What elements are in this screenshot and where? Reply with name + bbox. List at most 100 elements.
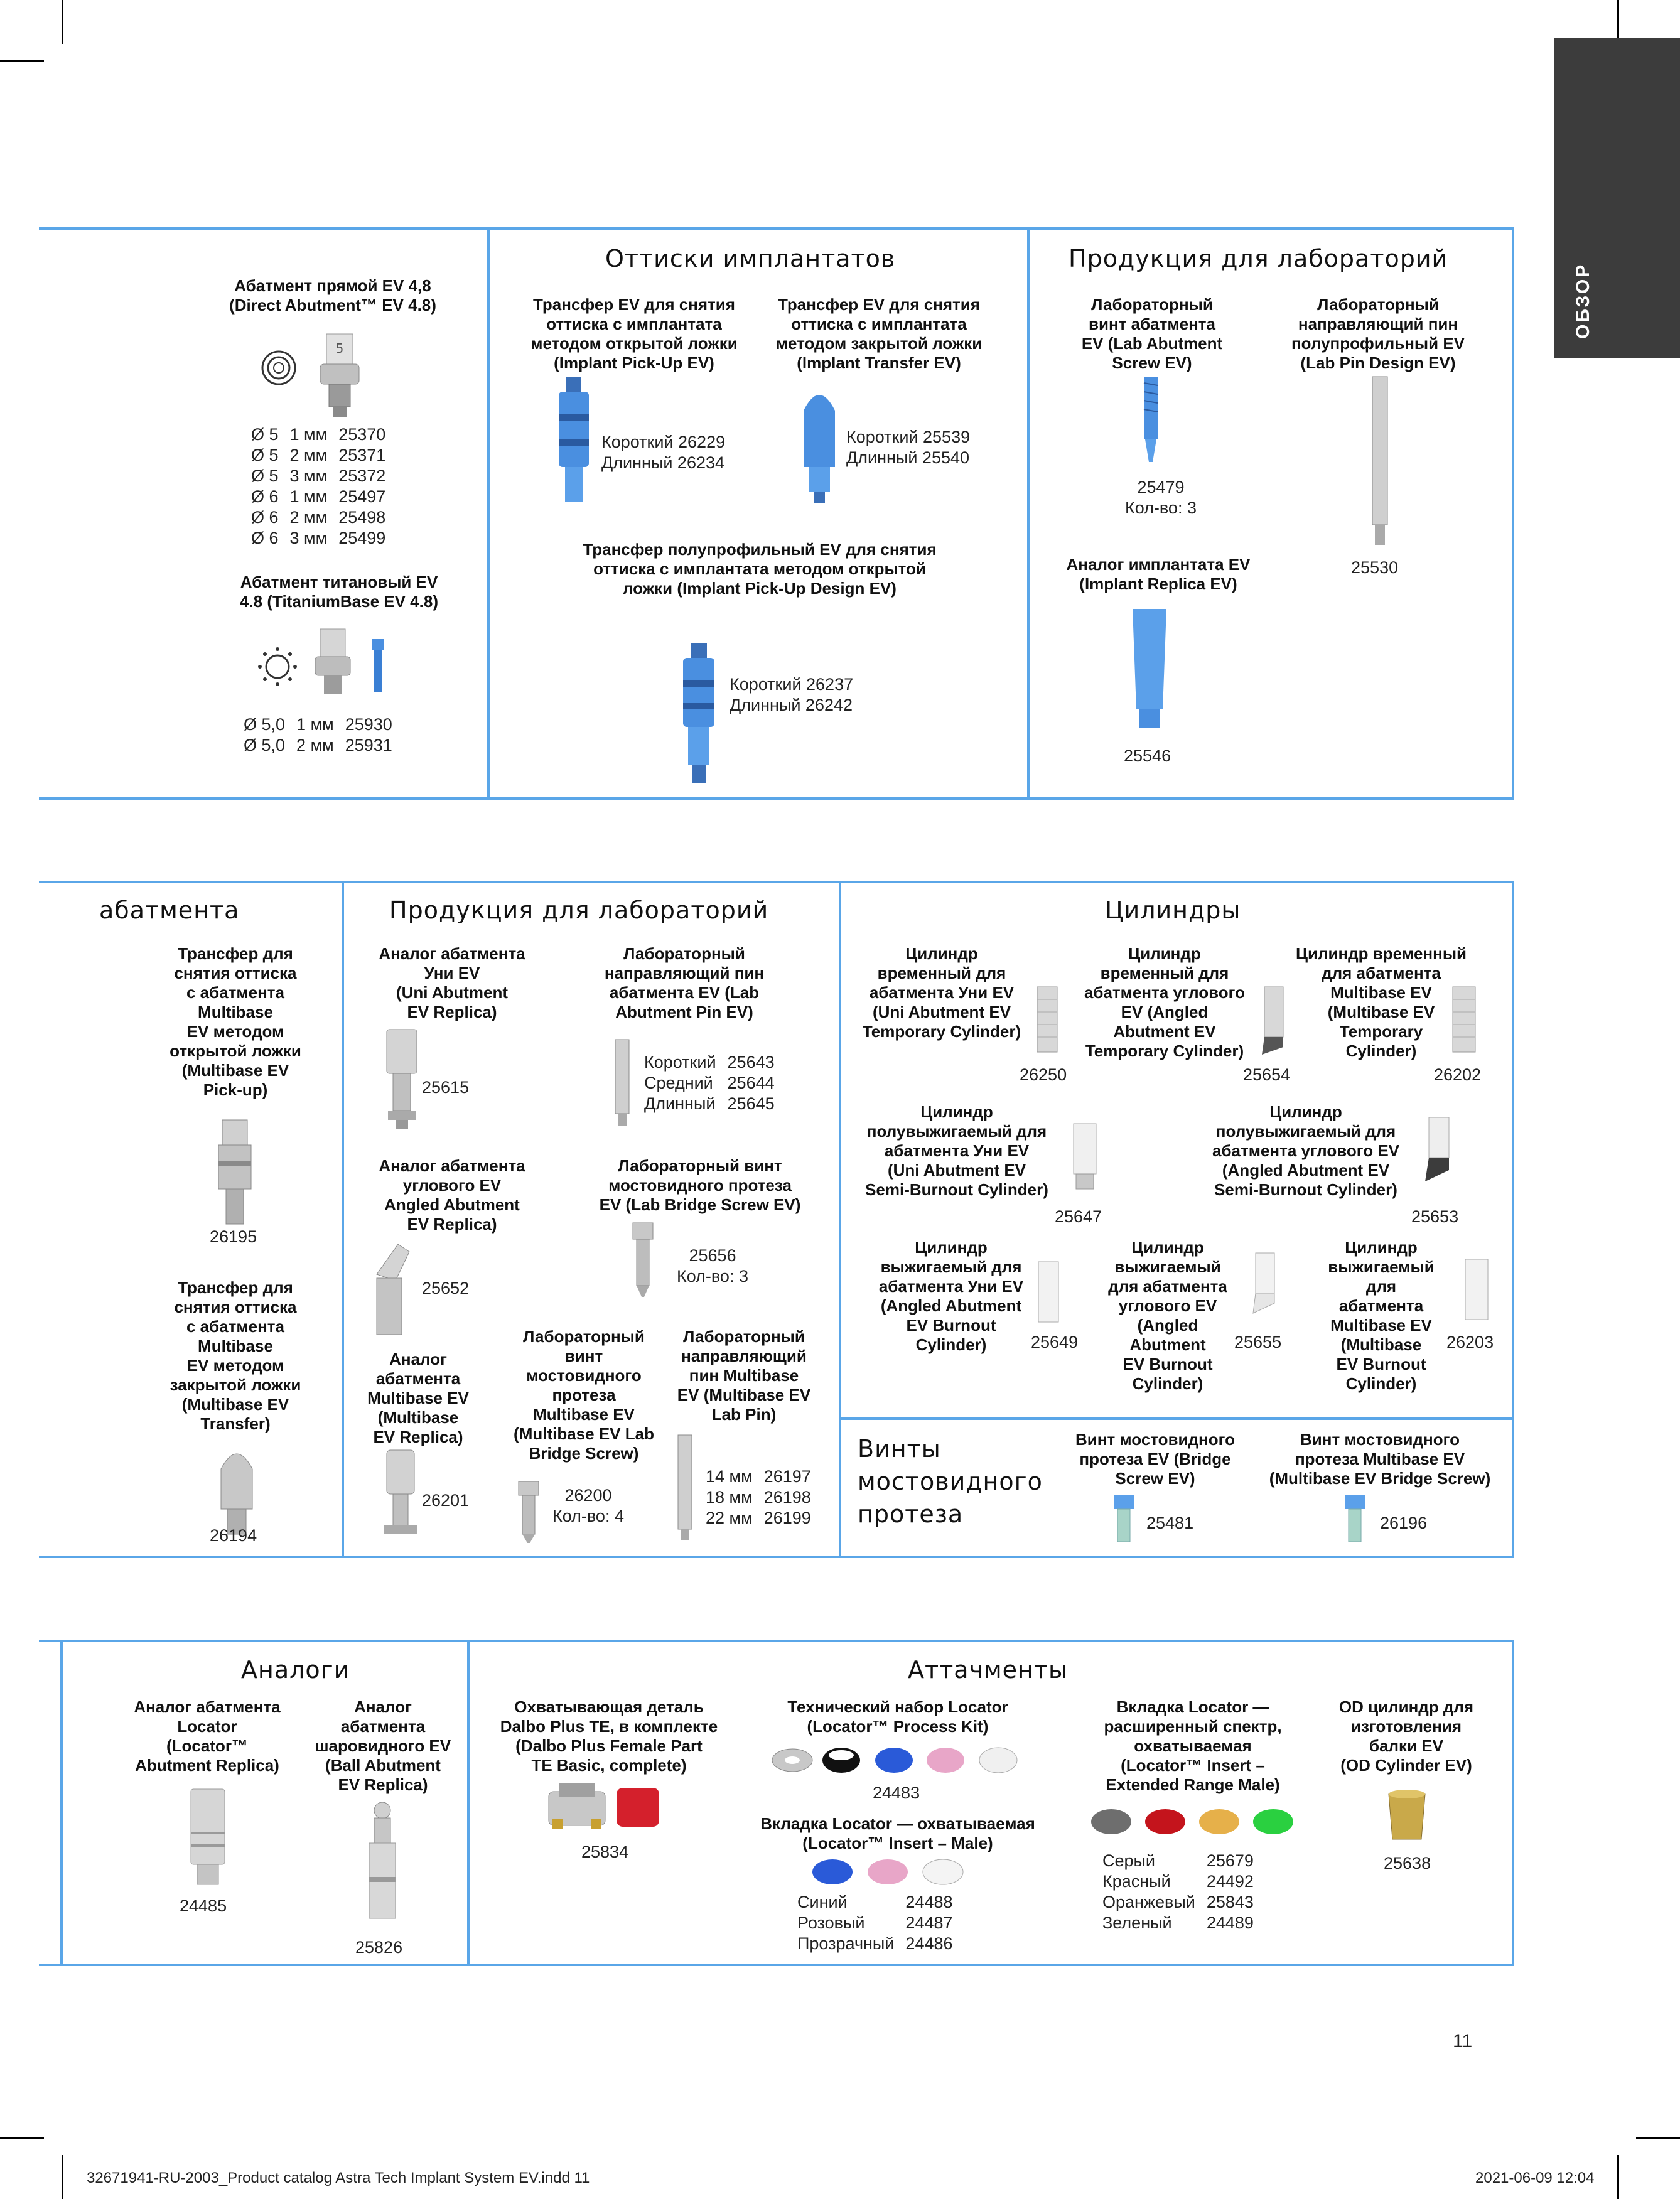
pickup-design-image <box>683 643 714 783</box>
section1-top-border <box>39 227 1514 230</box>
mb-replica-image <box>384 1449 417 1534</box>
bridge-screw-label: Винт мостовидного протеза EV (Bridge Scr… <box>1075 1430 1235 1488</box>
cyl-angled-temp-image <box>1262 986 1284 1055</box>
lab-pin-codes: 25530 <box>1351 558 1399 577</box>
cyl-uni-temp-codes: 26250 <box>1020 1065 1067 1084</box>
mb-bridge-screw-image <box>1345 1495 1365 1542</box>
crop-mark <box>1617 0 1619 44</box>
cyl-mb-temp-codes: 26202 <box>1434 1065 1482 1084</box>
od-cylinder-label: OD цилиндр для изготовления балки EV (OD… <box>1338 1697 1474 1775</box>
lab-products-title: Продукция для лабораторий <box>1069 245 1448 272</box>
angled-replica-label: Аналог абатмента углового EV Angled Abut… <box>379 1156 525 1234</box>
anti-rotation-icon <box>258 647 297 686</box>
dalbo-label: Охватывающая деталь Dalbo Plus TE, в ком… <box>500 1697 718 1775</box>
mb-transfer-codes: 26194 <box>210 1526 257 1545</box>
insert-male-image <box>812 1859 964 1885</box>
side-tab <box>1554 38 1680 358</box>
mb-transfer-label: Трансфер для снятия оттиска с абатмента … <box>170 1278 301 1433</box>
bridge-screw-image <box>1114 1495 1134 1542</box>
mb-lab-pin-label: Лабораторный направляющий пин Multibase … <box>677 1327 811 1424</box>
cyl-uni-semi-image <box>1073 1123 1097 1190</box>
section2-divider <box>839 881 841 1558</box>
mb-pickup-label: Трансфер для снятия оттиска с абатмента … <box>170 944 301 1099</box>
cyl-angled-semi-codes: 25653 <box>1411 1207 1459 1226</box>
cyl-angled-burn-image <box>1252 1252 1275 1314</box>
locator-replica-label: Аналог абатмента Locator (Locator™ Abutm… <box>134 1697 281 1775</box>
bridge-screws-title: Винты мостовидного протеза <box>858 1435 1043 1528</box>
attachments-title: Аттачменты <box>908 1656 1069 1684</box>
page-number: 11 <box>1453 2031 1473 2051</box>
lab-abutment-pin-image <box>615 1039 630 1126</box>
process-kit-label: Технический набор Locator (Locator™ Proc… <box>787 1697 1008 1736</box>
side-tab-label: ОБЗОР <box>1573 262 1593 339</box>
implant-replica-label: Аналог имплантата EV (Implant Replica EV… <box>1066 555 1251 593</box>
uni-replica-label: Аналог абатмента Уни EV (Uni Abutment EV… <box>379 944 525 1021</box>
cylinders-divider <box>839 1417 1514 1420</box>
ball-replica-codes: 25826 <box>355 1938 403 1957</box>
dalbo-codes: 25834 <box>581 1842 629 1861</box>
section2-right-border <box>1512 881 1514 1558</box>
direct-abutment-label: Абатмент прямой EV 4,8 (Direct Abutment™… <box>229 276 436 315</box>
analogs-title: Аналоги <box>241 1656 350 1684</box>
mb-pickup-codes: 26195 <box>210 1227 257 1246</box>
cyl-angled-semi-image <box>1425 1117 1450 1181</box>
mb-lab-bridge-screw-label: Лабораторный винт мостовидного протеза M… <box>514 1327 654 1463</box>
uni-replica-codes: 25615 <box>422 1078 470 1097</box>
mb-lab-bridge-screw-codes: 26200 Кол-во: 4 <box>552 1486 624 1525</box>
cyl-uni-temp-image <box>1037 986 1058 1053</box>
angled-replica-codes: 25652 <box>422 1279 470 1298</box>
process-kit-codes: 24483 <box>873 1783 920 1802</box>
ball-replica-label: Аналог абатмента шаровидного EV (Ball Ab… <box>315 1697 451 1794</box>
lab-bridge-screw-label: Лабораторный винт мостовидного протеза E… <box>599 1156 801 1214</box>
section3-right-border <box>1512 1640 1514 1966</box>
cyl-mb-burn-image <box>1465 1259 1489 1320</box>
titanium-base-image <box>315 628 384 694</box>
crop-mark <box>1636 2137 1680 2139</box>
pickup-design-label: Трансфер полупрофильный EV для снятия от… <box>583 540 937 598</box>
section2-bottom-border <box>39 1556 1514 1558</box>
section3-left-border <box>60 1640 63 1966</box>
svg-text:5: 5 <box>336 341 344 356</box>
bridge-screw-codes: 25481 <box>1146 1513 1194 1532</box>
transfer-image <box>804 395 835 503</box>
lab-pin-label: Лабораторный направляющий пин полупрофил… <box>1291 295 1465 372</box>
cyl-angled-temp-codes: 25654 <box>1243 1065 1291 1084</box>
implant-replica-image <box>1133 609 1166 728</box>
cyl-angled-burn-codes: 25655 <box>1234 1333 1282 1352</box>
locator-replica-image <box>190 1788 225 1885</box>
pickup-design-codes: Короткий 26237 Длинный 26242 <box>730 675 854 714</box>
cyl-angled-burn-label: Цилиндр выжигаемый для абатмента угловог… <box>1108 1238 1227 1393</box>
cyl-uni-temp-label: Цилиндр временный для абатмента Уни EV (… <box>862 944 1021 1041</box>
cyl-mb-burn-label: Цилиндр выжигаемый для абатмента Multiba… <box>1328 1238 1435 1393</box>
pickup-image <box>559 377 589 502</box>
footer-left: 32671941-RU-2003_Product catalog Astra T… <box>87 2169 590 2186</box>
mb-lab-bridge-screw-image <box>518 1481 539 1543</box>
abutment-title: абатмента <box>99 896 240 924</box>
process-kit-image <box>772 1747 1018 1773</box>
insert-male-label: Вкладка Locator — охватываемая (Locator™… <box>760 1814 1035 1852</box>
section3-divider <box>467 1640 470 1966</box>
crop-mark <box>62 0 63 44</box>
lab-bridge-screw-image <box>632 1222 654 1297</box>
mb-transfer-image <box>220 1453 253 1535</box>
cyl-angled-temp-label: Цилиндр временный для абатмента углового… <box>1084 944 1246 1060</box>
cyl-mb-burn-codes: 26203 <box>1446 1333 1494 1352</box>
insert-ext-image <box>1091 1809 1293 1834</box>
direct-abutment-image: 5 <box>320 333 360 417</box>
